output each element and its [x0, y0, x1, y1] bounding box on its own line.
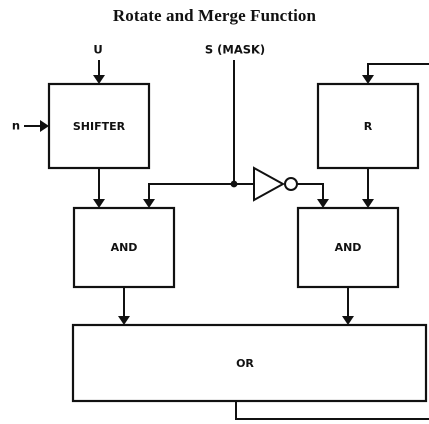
- mask-input-label: S (MASK): [205, 43, 265, 57]
- shifter-label: SHIFTER: [73, 120, 126, 133]
- and-right-to-or-wire: [342, 287, 354, 325]
- n-to-shifter-wire: [24, 120, 49, 132]
- and-right-label: AND: [335, 241, 362, 254]
- mask-to-and-left-wire: [143, 183, 234, 208]
- register-r-label: R: [364, 120, 373, 133]
- input-u-label: U: [93, 43, 102, 57]
- shifter-block: SHIFTER: [47, 82, 151, 170]
- and-left-label: AND: [111, 241, 138, 254]
- shifter-to-and-wire: [93, 168, 105, 208]
- and-left-block: AND: [72, 206, 176, 289]
- and-left-to-or-wire: [118, 287, 130, 325]
- inverter-gate: [253, 166, 298, 202]
- input-n-label: n: [12, 119, 20, 133]
- feedback-wire: [235, 63, 429, 420]
- mask-wire: [230, 60, 238, 188]
- and-right-block: AND: [296, 206, 400, 289]
- r-to-and-wire: [362, 168, 374, 208]
- register-r-block: R: [316, 82, 420, 170]
- or-block: OR: [71, 323, 428, 403]
- u-to-shifter-wire: [93, 60, 105, 84]
- inverter-to-and-right-wire: [297, 183, 329, 208]
- page-title: Rotate and Merge Function: [112, 6, 317, 25]
- or-label: OR: [236, 357, 254, 370]
